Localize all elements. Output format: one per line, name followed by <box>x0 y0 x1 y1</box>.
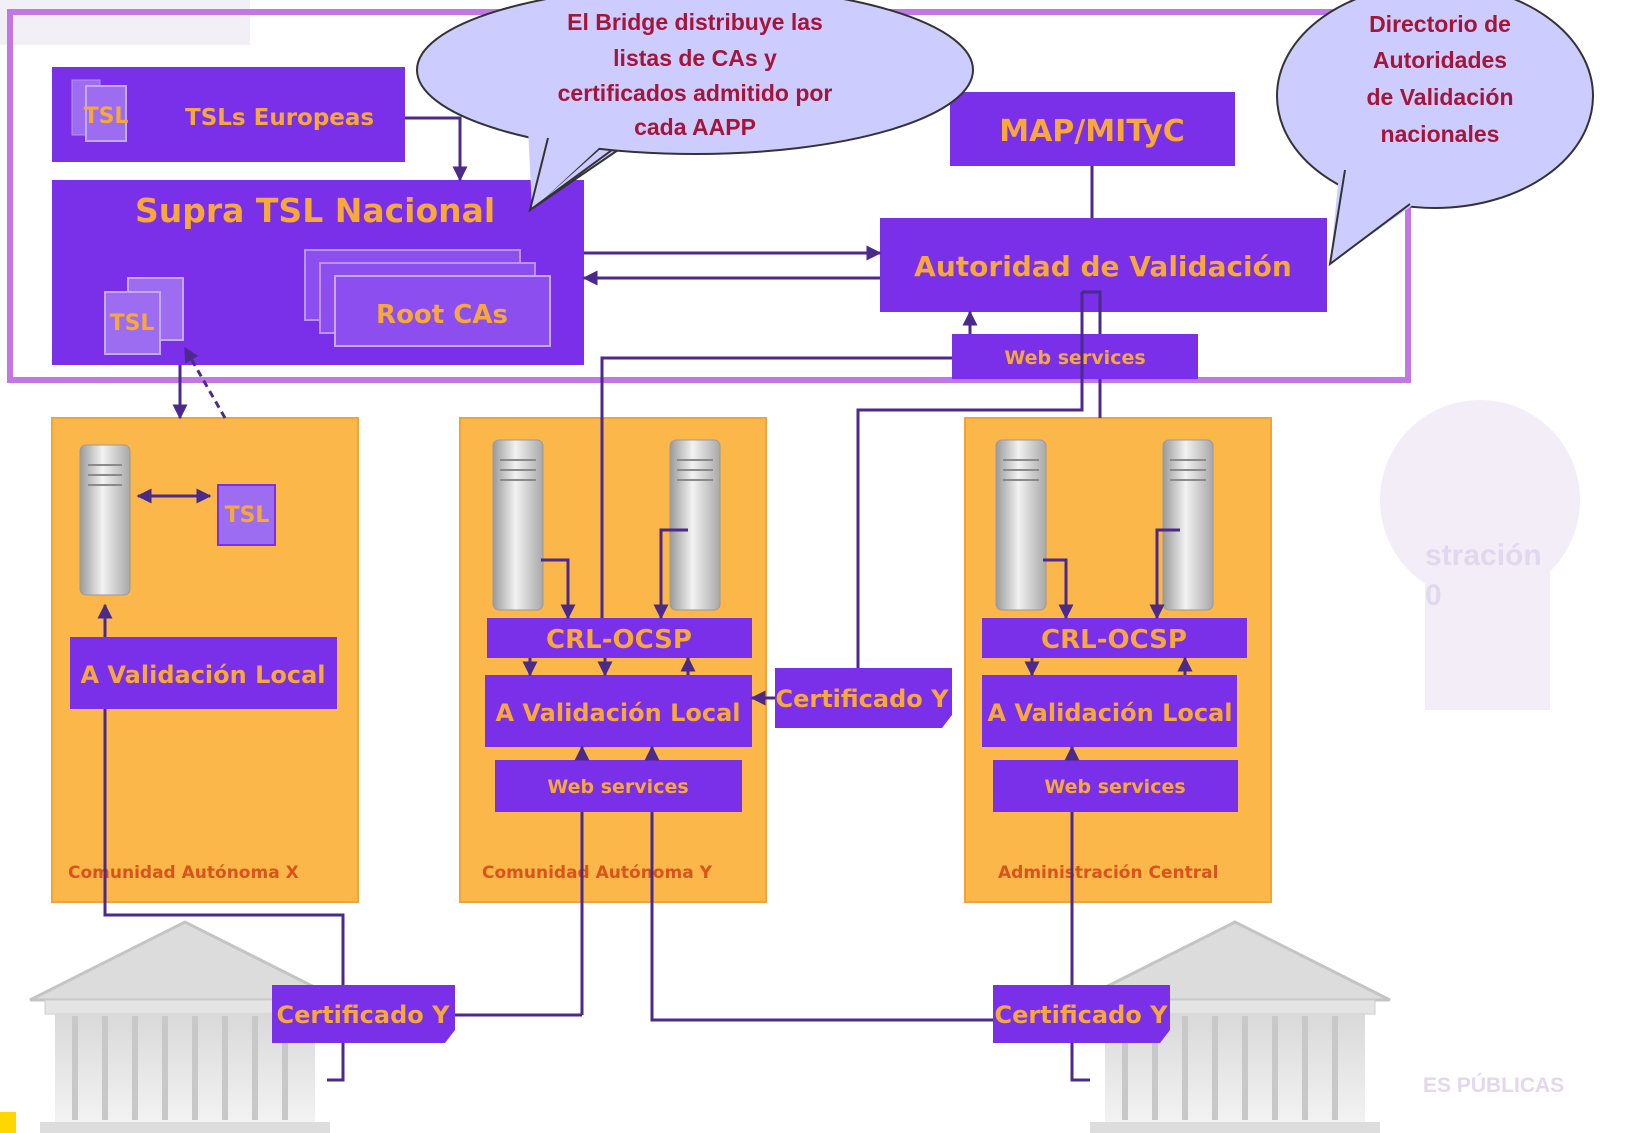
certificado-y-right-label: Certificado Y <box>994 1001 1168 1029</box>
background-text-2: 0 <box>1425 579 1442 612</box>
bubble-bridge: El Bridge distribuye las listas de CAs y… <box>416 0 974 213</box>
autoridad-validacion-label: Autoridad de Validación <box>914 250 1292 283</box>
administracion-central-label: Administración Central <box>998 863 1218 883</box>
tsls-europeas-label: TSLs Europeas <box>185 105 374 131</box>
background-text-1: stración <box>1425 539 1542 572</box>
supra-tsl-icon-label: TSL <box>110 311 155 336</box>
root-cas-label: Root CAs <box>376 300 508 330</box>
building-left-icon <box>29 920 341 1133</box>
server-x-icon <box>79 444 131 596</box>
certificado-y-left-label: Certificado Y <box>276 1001 450 1029</box>
comunidad-y-label: Comunidad Autónoma Y <box>482 863 713 883</box>
certificado-y-right-box <box>993 985 1170 1043</box>
community-connectors <box>97 312 1193 1082</box>
supra-tsl-icon <box>104 291 161 355</box>
certificado-y-middle-box <box>775 668 952 728</box>
server-y1-icon <box>492 439 544 611</box>
server-c1-icon <box>995 439 1047 611</box>
bubble-bridge-line-1: El Bridge distribuye las <box>567 9 823 35</box>
web-services-y-box <box>495 760 742 812</box>
a-validacion-local-x-label: A Validación Local <box>80 661 325 689</box>
bubble-directory-line-1: Directorio de <box>1369 11 1511 37</box>
background-text-3: ES PÚBLICAS <box>1423 1073 1564 1097</box>
web-services-y-label: Web services <box>547 776 688 798</box>
bubble-bridge-line-3: certificados admitido por <box>558 80 833 106</box>
bubble-directory-line-3: de Validación <box>1367 84 1514 110</box>
a-validacion-local-central-label: A Validación Local <box>987 699 1232 727</box>
background-decoration: stración 0 ES PÚBLICAS <box>0 0 1580 1133</box>
crl-ocsp-central-box <box>982 618 1247 658</box>
crl-ocsp-central-label: CRL-OCSP <box>1041 625 1187 655</box>
supra-tsl-label: Supra TSL Nacional <box>135 191 495 230</box>
map-mityc-box <box>950 92 1235 166</box>
server-y2-icon <box>669 439 721 611</box>
web-services-national-label: Web services <box>1004 347 1145 369</box>
web-services-central-label: Web services <box>1044 776 1185 798</box>
a-validacion-local-y-box <box>485 675 752 747</box>
a-validacion-local-central-box <box>982 675 1237 747</box>
web-services-central-box <box>993 760 1238 812</box>
map-mityc-label: MAP/MITyC <box>999 114 1185 149</box>
crl-ocsp-y-box <box>487 618 752 658</box>
bubble-bridge-line-2: listas de CAs y <box>613 45 777 71</box>
root-cas-stack <box>334 275 551 347</box>
tsl-local-icon <box>217 484 276 546</box>
bubble-directory-line-4: nacionales <box>1381 121 1500 147</box>
tsl-document-icon <box>85 85 127 142</box>
bubble-directory-line-2: Autoridades <box>1373 47 1507 73</box>
crl-ocsp-y-label: CRL-OCSP <box>546 625 692 655</box>
server-c2-icon <box>1162 439 1214 611</box>
a-validacion-local-x-box <box>70 637 337 709</box>
tsl-icon-label: TSL <box>84 104 129 129</box>
autoridad-validacion-box <box>880 218 1327 312</box>
comunidad-x-label: Comunidad Autónoma X <box>68 863 299 883</box>
a-validacion-local-y-label: A Validación Local <box>495 699 740 727</box>
tsl-local-label: TSL <box>225 503 270 528</box>
bubble-bridge-line-4: cada AAPP <box>634 114 756 140</box>
bubble-directory: Directorio de Autoridades de Validación … <box>1276 0 1594 267</box>
certificado-y-middle-label: Certificado Y <box>775 685 949 713</box>
web-services-national-box <box>952 334 1198 379</box>
building-right-icon <box>1079 920 1391 1133</box>
certificado-y-left-box <box>272 985 455 1043</box>
